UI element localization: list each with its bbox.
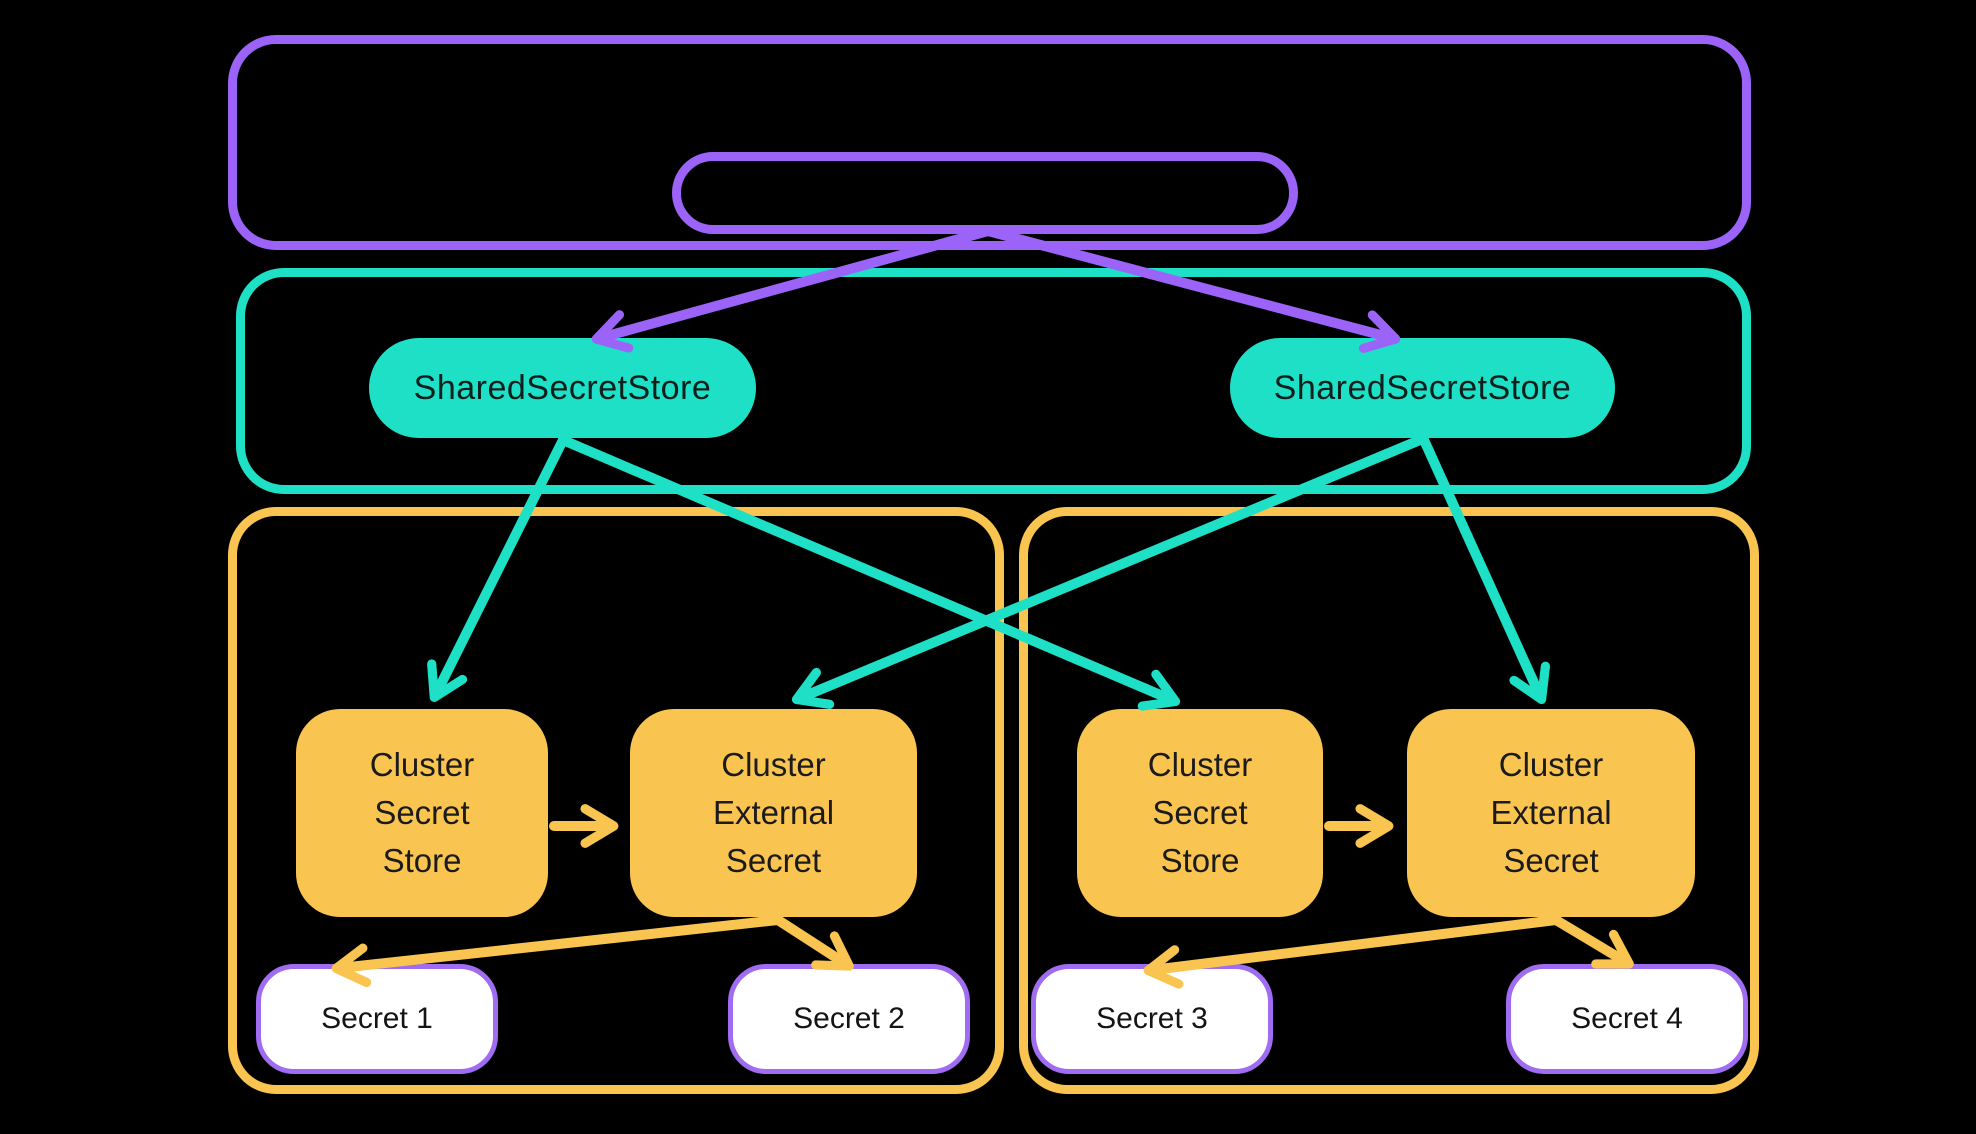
shared-secret-store-2: SharedSecretStore [1230,338,1615,438]
secret-1-pill: Secret 1 [256,964,498,1074]
cluster2-external-secret-box: Cluster External Secret [1407,709,1695,917]
cluster1-external-secret-line2: External [712,794,835,832]
cluster2-external-secret-line1: Cluster [1498,746,1604,784]
cluster1-external-secret-box: Cluster External Secret [630,709,917,917]
cluster1-secret-store-line1: Cluster [369,746,475,784]
cluster2-external-secret-line2: External [1490,794,1612,832]
cluster1-secret-store-box: Cluster Secret Store [296,709,548,917]
cluster2-secret-store-line1: Cluster [1147,746,1253,784]
shared-secret-store-1: SharedSecretStore [369,338,756,438]
secret-2-pill: Secret 2 [728,964,970,1074]
cluster2-secret-store-box: Cluster Secret Store [1077,709,1323,917]
cluster1-external-secret-line3: Secret [725,841,822,879]
cluster1-external-secret-line1: Cluster [721,746,826,784]
cluster2-secret-store-line2: Secret [1152,794,1248,832]
secret-3-pill: Secret 3 [1031,964,1273,1074]
cluster1-secret-store-line3: Store [382,841,462,879]
cluster2-external-secret-line3: Secret [1503,841,1599,879]
cluster2-secret-store-line3: Store [1160,841,1240,879]
secret-source-pill [672,152,1298,234]
cluster1-secret-store-line2: Secret [374,794,470,832]
secret-4-pill: Secret 4 [1506,964,1748,1074]
